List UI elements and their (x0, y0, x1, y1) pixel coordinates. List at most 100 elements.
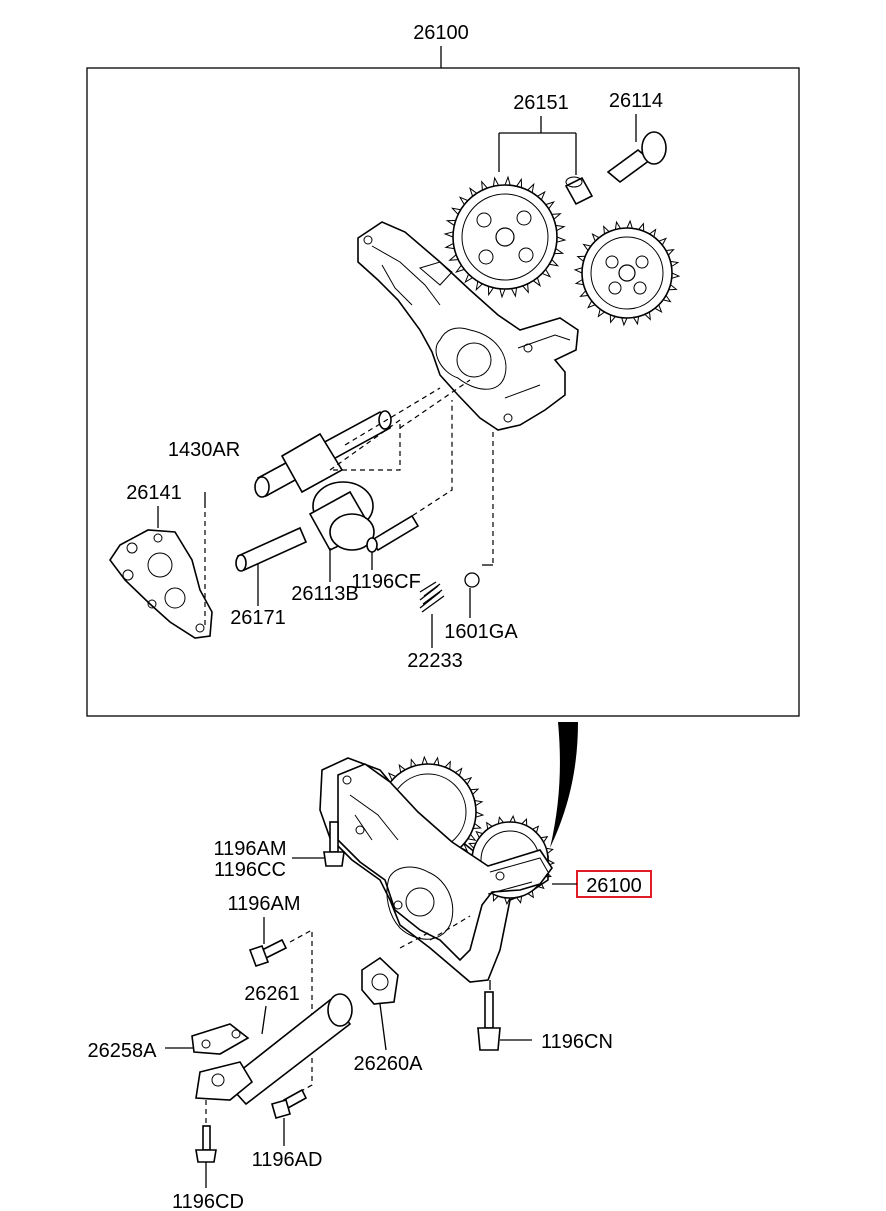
gear-tooth (486, 821, 493, 830)
gear-tooth (662, 295, 672, 303)
gear-tooth (522, 283, 529, 294)
gear-tooth (464, 274, 473, 284)
gear-tooth (516, 896, 523, 904)
gear-tooth (433, 756, 440, 766)
gear-tooth (654, 304, 663, 313)
drive-gear (443, 175, 567, 299)
gear-tooth (509, 814, 516, 823)
gear-tooth (545, 201, 556, 210)
bolt-1196AM-CC (323, 821, 345, 867)
gear-tooth (463, 776, 473, 785)
spring-22233 (419, 581, 445, 613)
gear-tooth (644, 311, 651, 321)
label-1196CF[interactable]: 1196CF (351, 571, 421, 593)
gear-tooth (387, 772, 396, 781)
assembly-label-top[interactable]: 26100 (413, 22, 469, 44)
label-1196AM-b[interactable]: 1196AM (227, 893, 300, 915)
label-1196AM-a[interactable]: 1196AM (213, 838, 286, 860)
label-26171[interactable]: 26171 (230, 607, 286, 629)
leader-26261 (261, 1005, 267, 1035)
gear-tooth (492, 176, 500, 187)
bolt-1196CD (195, 1125, 217, 1163)
gear-tooth (668, 284, 678, 291)
label-26100-highlight[interactable]: 26100 (586, 875, 642, 897)
gear-tooth (665, 249, 675, 256)
gear-tooth (542, 269, 552, 278)
gear-tooth (527, 182, 535, 193)
gear-tooth (671, 272, 681, 279)
gear-tooth (649, 228, 657, 238)
gear-tooth (521, 818, 528, 826)
gear-tooth (475, 811, 485, 818)
gear-tooth (481, 180, 488, 191)
gear-tooth (591, 233, 600, 242)
label-1196CC[interactable]: 1196CC (214, 859, 286, 881)
gear-tooth (579, 290, 589, 297)
gear-tooth (504, 175, 511, 186)
label-1196AD[interactable]: 1196AD (252, 1149, 323, 1171)
pump-body-detail (357, 221, 579, 431)
gear-tooth (487, 286, 494, 297)
shaft-26171 (235, 526, 308, 572)
label-1196CD[interactable]: 1196CD (172, 1191, 244, 1211)
label-1196CN[interactable]: 1196CN (541, 1031, 613, 1053)
lower-dashed-guides (289, 915, 471, 1095)
oil-pipe-26261 (195, 993, 353, 1106)
gear-tooth (492, 894, 499, 902)
gear-tooth (455, 767, 463, 776)
label-26114[interactable]: 26114 (609, 90, 663, 112)
detail-dashed-guides (329, 379, 494, 565)
label-26141[interactable]: 26141 (126, 482, 182, 504)
gear-tooth (532, 277, 541, 288)
gear-tooth (473, 823, 482, 829)
gear-tooth (597, 308, 605, 318)
gear-tooth (454, 264, 465, 273)
label-26260A[interactable]: 26260A (354, 1053, 424, 1075)
cover-26141 (109, 529, 213, 639)
idler-gear (573, 219, 681, 327)
gear-tooth (474, 800, 484, 807)
gear-tooth (499, 288, 506, 299)
gasket-26258A (191, 1023, 250, 1055)
label-1601GA[interactable]: 1601GA (444, 621, 518, 643)
gear-tooth (475, 830, 483, 838)
label-22233[interactable]: 22233 (407, 650, 463, 672)
gear-tooth (497, 816, 504, 824)
gear-tooth (504, 897, 511, 906)
label-26113B[interactable]: 26113B (291, 583, 358, 605)
gear-tooth (556, 236, 567, 243)
gear-tooth (410, 758, 417, 768)
driven-gear-26113B (308, 481, 375, 552)
gear-tooth (537, 882, 545, 890)
gear-tooth (603, 225, 610, 235)
gear-tooth (468, 842, 476, 849)
gear-tooth (574, 279, 584, 286)
pin-26114 (606, 131, 667, 184)
bolt-1196AM (248, 938, 288, 968)
gear-tooth (670, 260, 680, 267)
gear-tooth (555, 224, 566, 232)
gear-tooth (475, 281, 483, 292)
gear-tooth (551, 213, 562, 220)
label-1430AR[interactable]: 1430AR (168, 439, 240, 461)
gear-tooth (532, 825, 540, 833)
gear-tooth (537, 190, 546, 200)
label-26151[interactable]: 26151 (513, 92, 569, 114)
gear-tooth (621, 317, 628, 327)
gear-tooth (510, 287, 518, 298)
label-26261[interactable]: 26261 (244, 983, 300, 1005)
gear-tooth (546, 847, 554, 854)
gear-tooth (638, 222, 645, 232)
bolt-1196AD (271, 1088, 308, 1119)
gear-tooth (527, 890, 534, 899)
gear-tooth (398, 763, 406, 773)
gear-tooth (443, 231, 454, 238)
gear-tooth (587, 300, 596, 309)
gear-tooth (626, 219, 633, 229)
gear-tooth (469, 186, 478, 197)
gear-tooth (470, 788, 480, 795)
label-26258A[interactable]: 26258A (88, 1040, 158, 1062)
gear-tooth (444, 242, 455, 250)
